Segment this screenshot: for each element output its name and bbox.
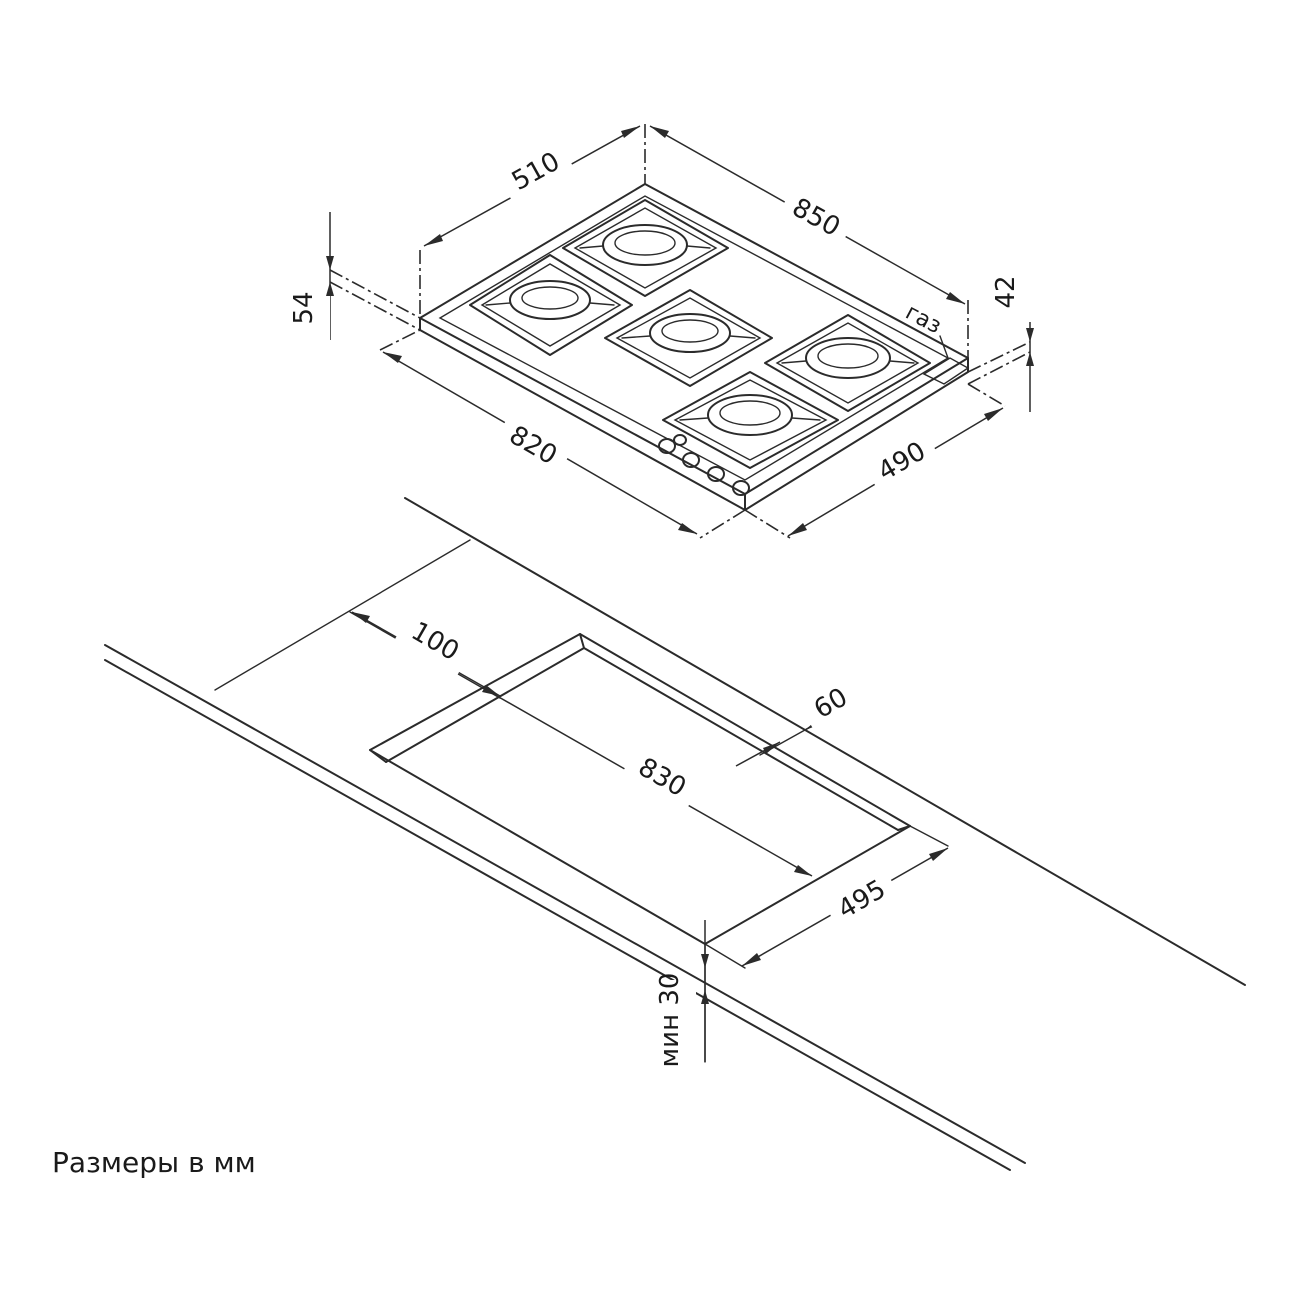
countertop-back-edge (404, 497, 1246, 986)
gas-connection-plate (922, 357, 970, 385)
control-knobs (658, 434, 750, 496)
cutout-dimension-lines (351, 611, 949, 1062)
dim-label-54: 54 (289, 291, 319, 324)
dim-label-min30: мин 30 (655, 973, 685, 1068)
cutout-extension-lines (349, 611, 949, 1063)
burner-front (662, 371, 839, 469)
knob-3 (707, 466, 725, 482)
burner-right (764, 314, 931, 412)
hob-extension-lines (329, 124, 1031, 539)
countertop-depth-ref (214, 539, 471, 691)
knob-2 (682, 452, 700, 468)
units-caption: Размеры в мм (52, 1146, 256, 1179)
knob-1 (658, 438, 676, 454)
burners (469, 199, 931, 469)
dim-label-42: 42 (991, 275, 1021, 308)
gas-label-leader (939, 335, 949, 359)
burner-back-left (562, 199, 729, 297)
burner-center (604, 289, 773, 387)
knob-5 (673, 434, 687, 446)
gas-label: газ (901, 300, 945, 339)
burner-left (469, 254, 633, 356)
knob-4 (732, 480, 750, 496)
countertop-front-edge-bottom (104, 659, 1011, 1171)
cutout-dimension-labels: 100 60 830 495 мин 30 (394, 604, 902, 1080)
countertop-front-edge-top (104, 644, 1026, 1164)
hob-dimension-labels: 510 850 54 42 820 490 газ (289, 135, 1032, 495)
countertop (104, 497, 1246, 1171)
